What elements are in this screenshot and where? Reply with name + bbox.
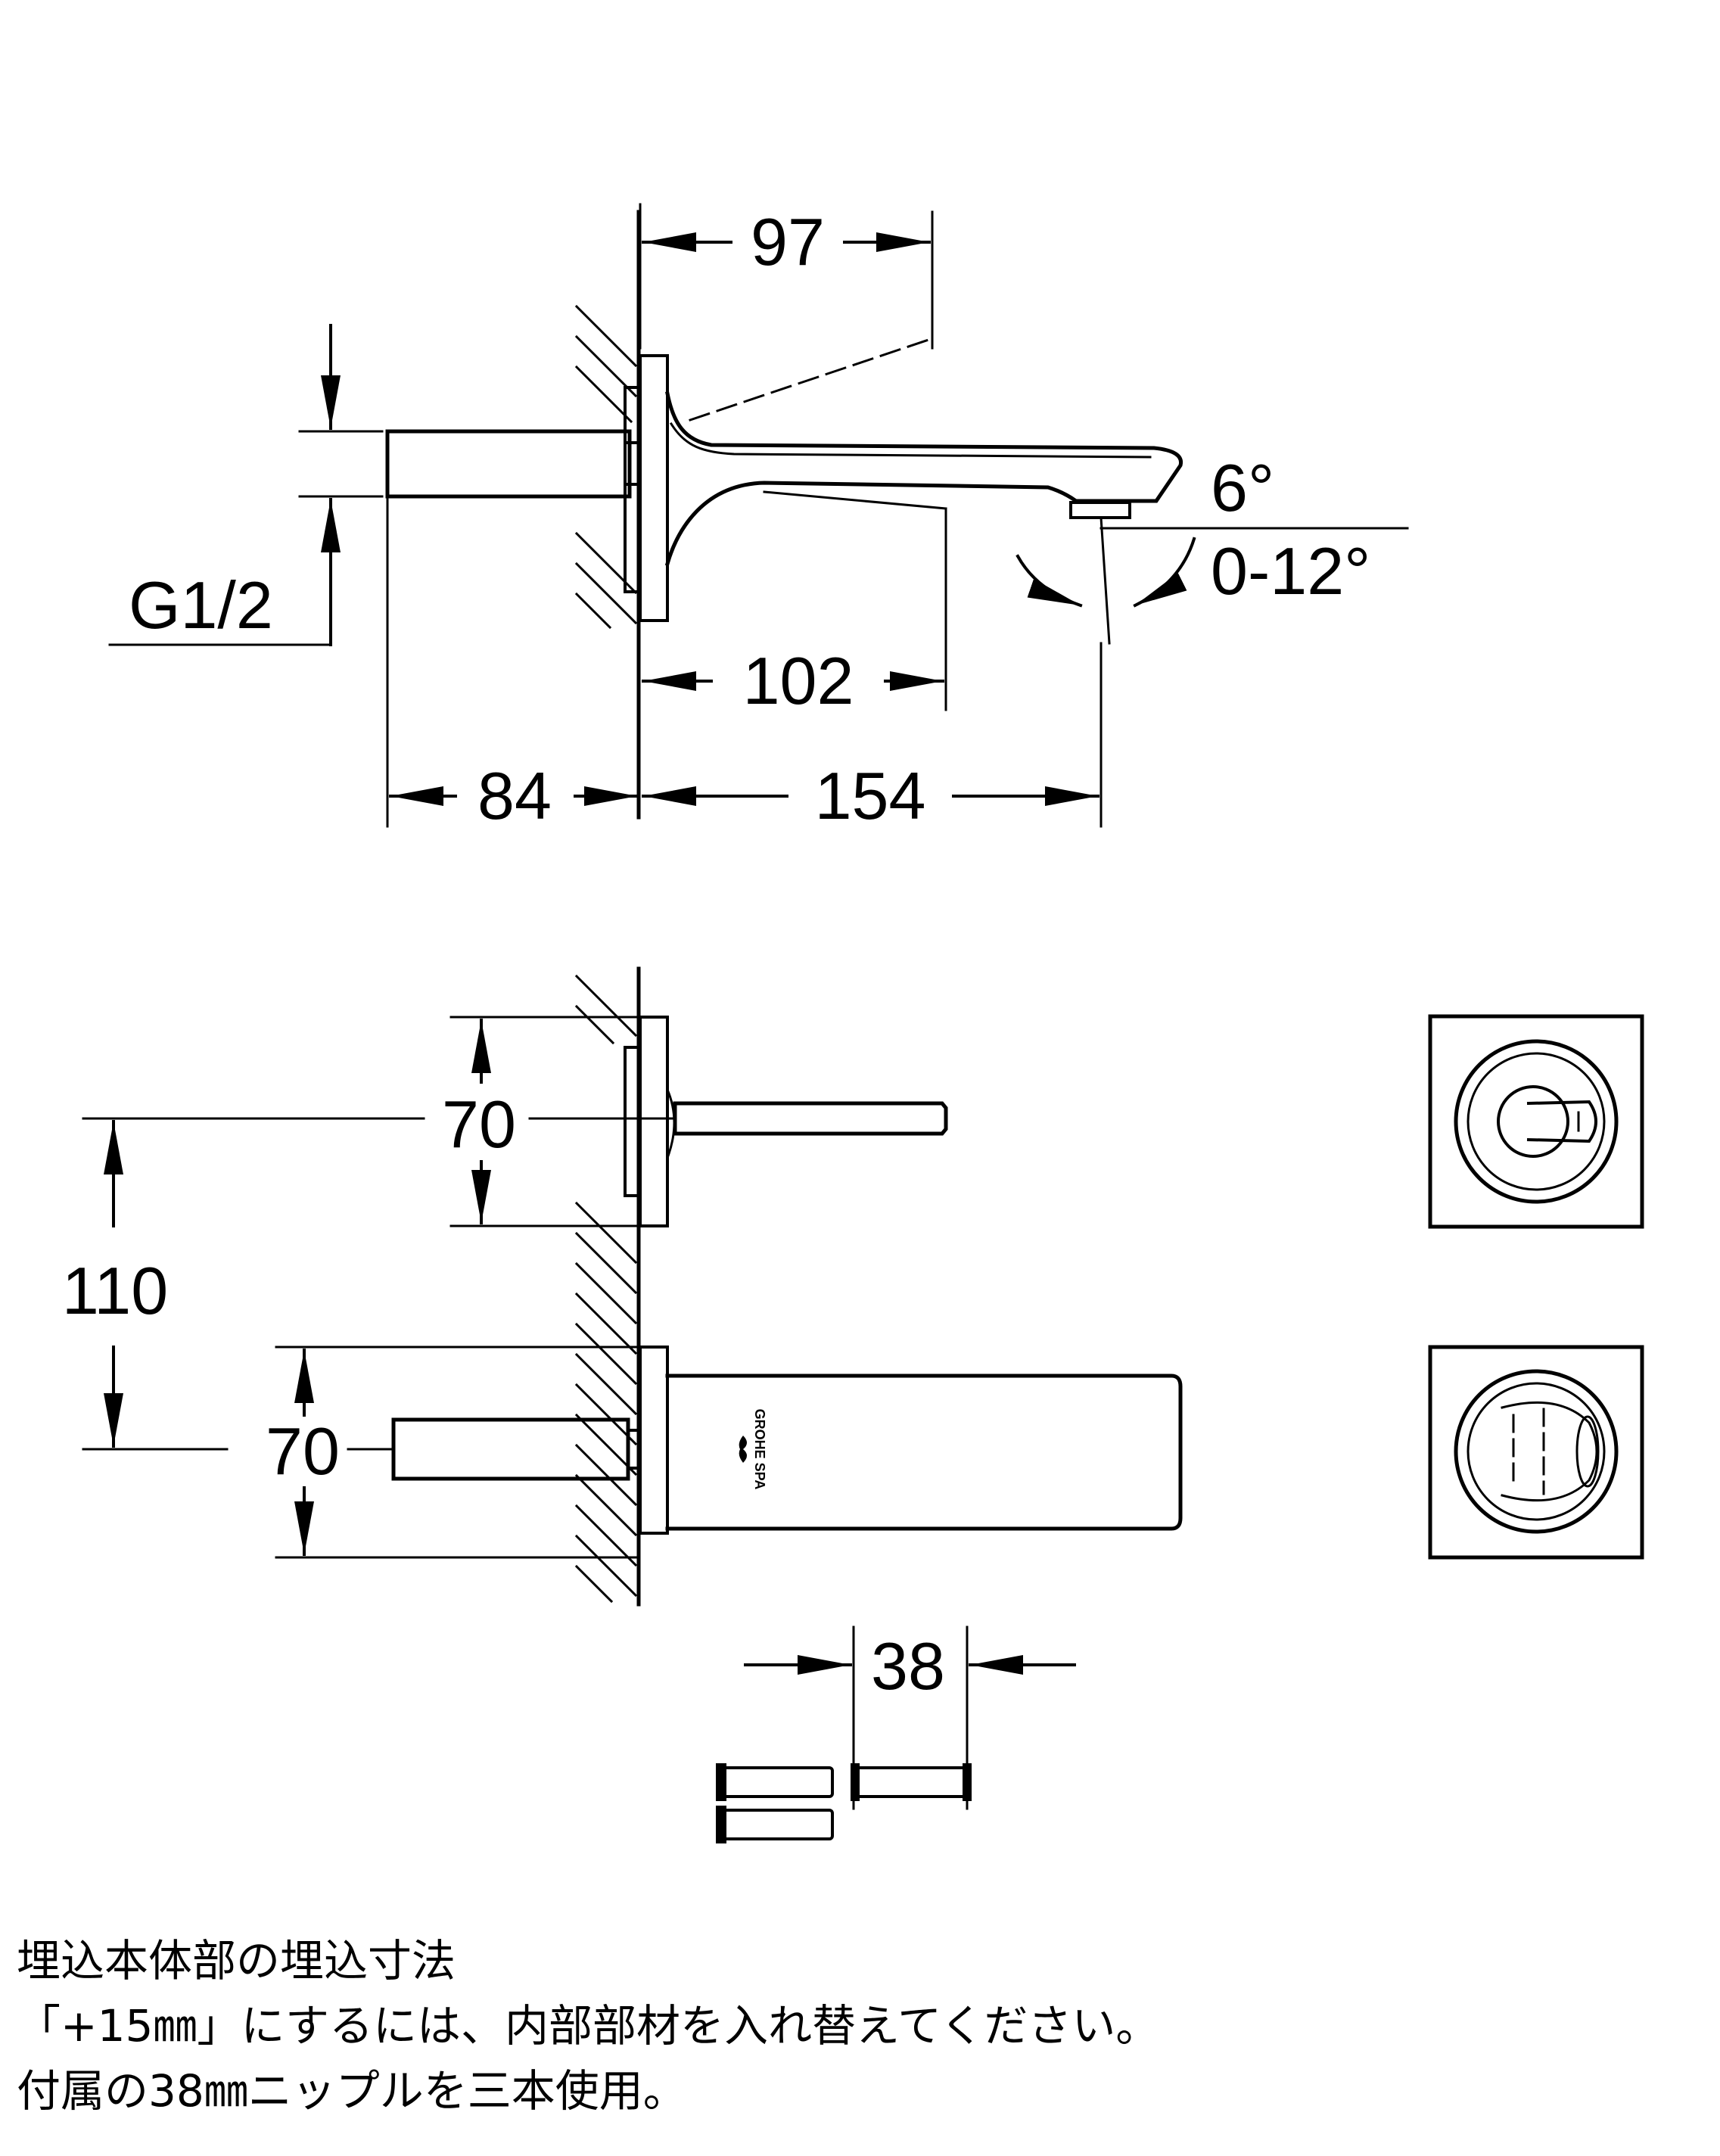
dim-g12: G1/2 bbox=[129, 568, 273, 642]
dim-70-lower: 70 bbox=[266, 1414, 340, 1489]
dim-110: 110 bbox=[62, 1253, 168, 1328]
dim-97: 97 bbox=[751, 204, 825, 279]
wall-hatch-top bbox=[574, 304, 638, 630]
nipples bbox=[716, 1626, 1076, 1843]
nipple-3 bbox=[720, 1809, 834, 1840]
dim-70-upper: 70 bbox=[442, 1087, 516, 1162]
spout-outline bbox=[664, 391, 1183, 567]
diverter-plate-view bbox=[1428, 1345, 1644, 1560]
wall-hatch-bottom bbox=[574, 974, 638, 1604]
front-view bbox=[82, 966, 1183, 1607]
handle-plate-view bbox=[1428, 1014, 1644, 1229]
dim-6-degrees: 6° bbox=[1211, 450, 1274, 525]
nipple-2 bbox=[720, 1766, 834, 1798]
note-line-3: 付属の38㎜ニップルを三本使用。 bbox=[17, 2065, 687, 2117]
installation-notes: 埋込本体部の埋込寸法 「+15㎜」にするには、内部部材を入れ替えてください。 付… bbox=[17, 1928, 1681, 2123]
note-line-2: 「+15㎜」にするには、内部部材を入れ替えてください。 bbox=[17, 2000, 1160, 2052]
dim-38: 38 bbox=[871, 1629, 945, 1703]
dimension-labels: 97 6° 0-12° G1/2 102 84 154 70 110 70 38 bbox=[62, 204, 1370, 1703]
logo-text: GROHE SPA bbox=[752, 1409, 767, 1490]
dim-0-12-degrees: 0-12° bbox=[1211, 534, 1370, 608]
nipple-1 bbox=[852, 1766, 969, 1798]
dim-154: 154 bbox=[815, 758, 926, 833]
dim-84: 84 bbox=[477, 758, 552, 833]
dim-102: 102 bbox=[743, 643, 854, 718]
grohe-logo: GROHE SPA bbox=[739, 1409, 767, 1490]
side-view bbox=[108, 203, 1409, 828]
note-line-1: 埋込本体部の埋込寸法 bbox=[17, 1935, 456, 1986]
